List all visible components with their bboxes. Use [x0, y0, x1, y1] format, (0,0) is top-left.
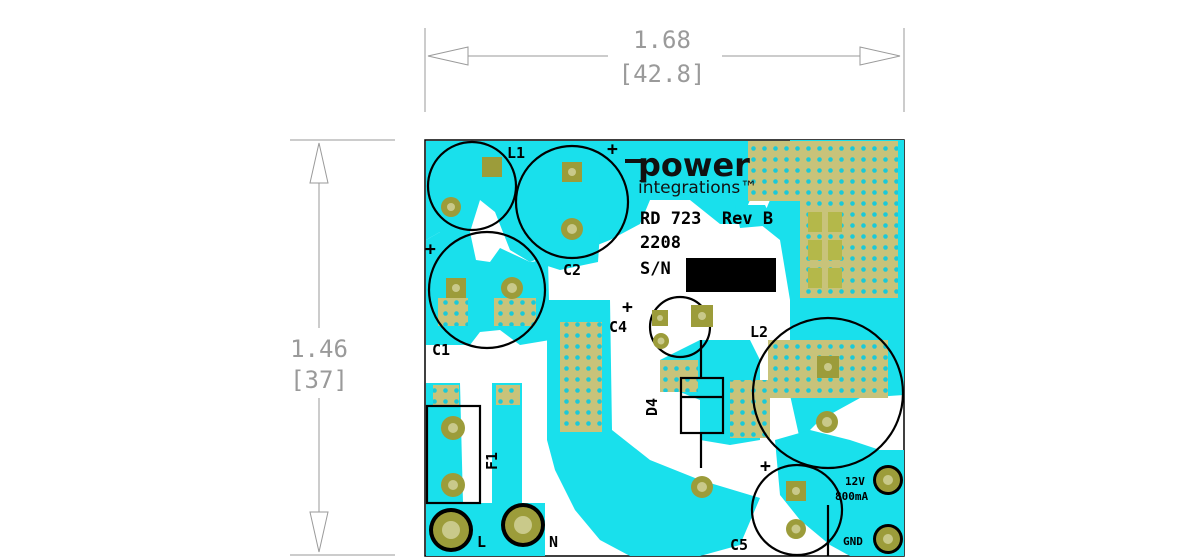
- pcb-board: power integrations™ RD 723 Rev B 2208 S/…: [424, 139, 905, 557]
- output-voltage-label: 12V: [845, 475, 865, 488]
- pads: [429, 157, 903, 554]
- label-d4: D4: [643, 398, 661, 416]
- serial-label-text: S/N: [640, 259, 671, 279]
- height-inches-text: 1.46: [290, 335, 348, 363]
- logo-power-text: power: [638, 146, 750, 184]
- c5-outline: [750, 463, 844, 557]
- silkscreen-outlines: [425, 140, 905, 557]
- width-inches-text: 1.68: [633, 26, 691, 54]
- polarity-c1-plus: +: [425, 239, 436, 260]
- copper-strips: [808, 212, 842, 288]
- output-current-label: 800mA: [835, 490, 868, 503]
- serial-number-box: [686, 258, 776, 292]
- f1-outline: [425, 404, 482, 505]
- logo-integrations-text: integrations™: [638, 178, 757, 198]
- width-dimension: [424, 28, 905, 112]
- label-c4: C4: [609, 318, 627, 336]
- c1-outline: [427, 230, 547, 350]
- label-c5: C5: [730, 536, 748, 554]
- power-integrations-logo: power integrations™: [625, 146, 757, 198]
- label-l1: L1: [507, 144, 525, 162]
- label-f1: F1: [483, 452, 501, 470]
- date-code-text: 2208: [640, 233, 681, 253]
- l2-outline: [751, 316, 905, 470]
- logo-bar: [625, 159, 641, 163]
- width-mm-text: [42.8]: [619, 60, 706, 88]
- label-c1: C1: [432, 341, 450, 359]
- gnd-label: GND: [843, 535, 863, 548]
- height-dimension: [290, 139, 395, 556]
- label-terminal-n: N: [549, 533, 558, 551]
- pad: [482, 157, 502, 177]
- l1-outline: [426, 140, 518, 232]
- polarity-c5-plus: +: [760, 456, 771, 477]
- board-title-text: RD 723 Rev B: [640, 209, 773, 229]
- height-mm-text: [37]: [290, 366, 348, 394]
- label-c2: C2: [563, 261, 581, 279]
- c2-outline: [514, 144, 630, 260]
- polarity-c2-plus: +: [607, 139, 618, 160]
- polarity-c4-plus: +: [622, 297, 633, 318]
- label-l2: L2: [750, 323, 768, 341]
- label-terminal-l: L: [477, 533, 486, 551]
